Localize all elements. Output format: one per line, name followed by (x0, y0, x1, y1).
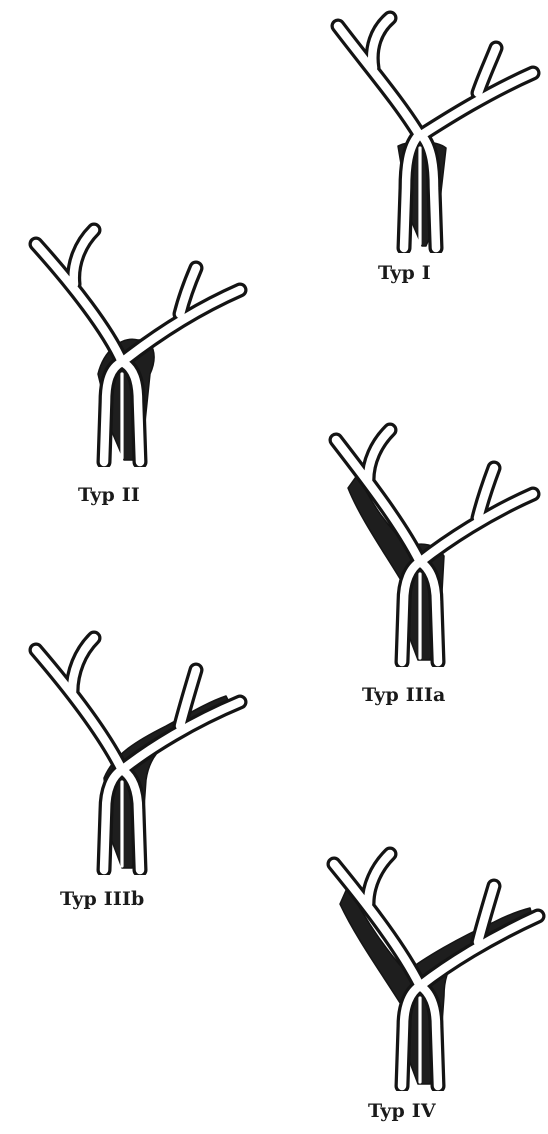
duct-tree (334, 854, 538, 1086)
label-typ-i: Typ I (378, 262, 431, 284)
duct-tree (36, 230, 240, 462)
duct-diagram-typ-iiia (318, 422, 548, 667)
label-typ-ii: Typ II (78, 484, 140, 506)
duct-tree (338, 18, 533, 248)
duct-diagram-typ-i (318, 8, 548, 253)
duct-diagram-typ-iv (318, 846, 548, 1091)
label-typ-iiia: Typ IIIa (362, 684, 446, 706)
duct-diagram-typ-ii (20, 222, 250, 467)
duct-tree (36, 638, 240, 870)
duct-tree (336, 430, 533, 662)
duct-diagram-typ-iiib (20, 630, 250, 875)
label-typ-iiib: Typ IIIb (60, 888, 145, 910)
label-typ-iv: Typ IV (368, 1100, 436, 1122)
